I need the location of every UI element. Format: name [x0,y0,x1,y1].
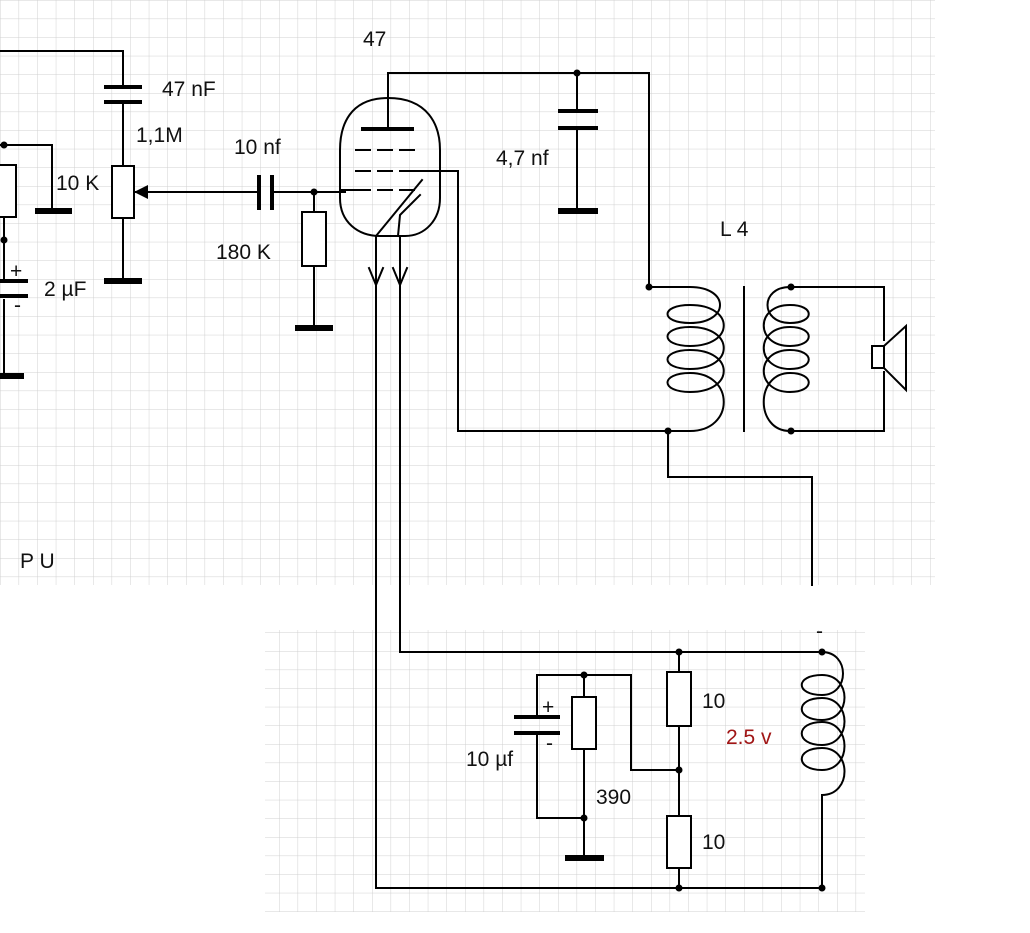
minus-sign-top: - [816,620,823,643]
resistor-10-top-label: 10 [702,690,725,713]
capacitor-4-7nf-label: 4,7 nf [496,147,549,170]
capacitor-2uf [0,279,28,298]
resistor-180k-label: 180 K [216,241,271,264]
capacitor-10nf-label: 10 nf [234,136,281,159]
resistor-10-top [666,671,692,727]
heater-supply-wiring [375,651,823,889]
junction-dots-top [0,69,795,435]
grid-background-top [0,0,935,585]
minus-sign-10uf: - [546,732,553,755]
potentiometer-1-1m [111,165,151,219]
plate-wiring [387,72,813,586]
resistor-390-label: 390 [596,786,631,809]
speaker-icon [871,323,907,393]
input-wiring [0,50,346,376]
heater-winding [801,650,846,889]
capacitor-10uf-label: 10 µf [466,748,513,771]
resistor-390 [571,696,597,750]
resistor-10-bottom-label: 10 [702,831,725,854]
grid-background-bottom [265,630,865,912]
resistor-10-bottom [666,815,692,869]
plus-sign-2uf: + [10,260,22,283]
tube-label: 47 [363,28,386,51]
pickup-label: P U [20,550,55,573]
resistor-10k [0,164,17,218]
capacitor-47nf-label: 47 nF [162,78,216,101]
capacitor-10nf [257,175,274,210]
heater-arrow-icon [367,235,409,889]
junction-dots-bottom [580,648,826,892]
capacitor-2uf-label: 2 µF [44,278,86,301]
resistor-10k-label: 10 K [56,172,99,195]
capacitor-10uf [514,715,560,735]
potentiometer-label: 1,1M [136,124,183,147]
minus-sign-2uf: - [14,294,21,317]
resistor-180k [301,211,327,267]
vacuum-tube-47 [339,72,459,238]
output-transformer-l4 [648,286,885,433]
plus-sign-10uf: + [542,696,554,719]
transformer-label: L 4 [720,218,749,241]
heater-voltage-label: 2.5 v [726,726,772,749]
capacitor-47nf [104,85,142,104]
capacitor-4-7nf [558,109,598,130]
